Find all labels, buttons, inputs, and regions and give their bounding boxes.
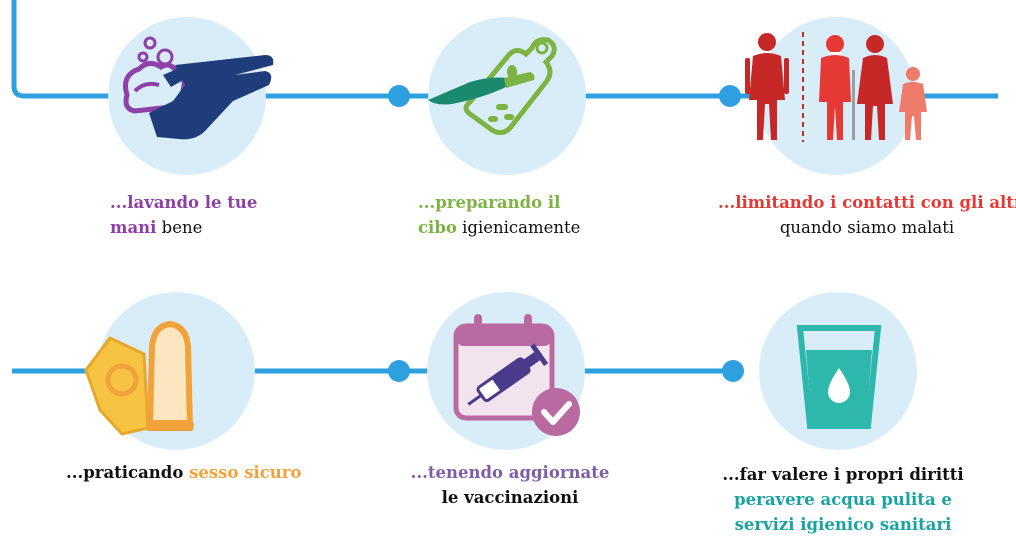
connector-dot (388, 85, 410, 107)
caption-contacts: ...limitando i contatti con gli altri qu… (718, 190, 1016, 240)
caption-vaccines-line1: ...tenendo aggiornate (410, 463, 610, 482)
caption-handwash-line2: bene (156, 218, 203, 237)
connector-dot (719, 85, 741, 107)
water-glass-icon (796, 325, 882, 429)
connector-dot (388, 360, 410, 382)
caption-water-line2: peravere acqua pulita e (734, 490, 952, 509)
hands-washing-icon (123, 36, 274, 140)
calendar-syringe-icon (453, 314, 580, 436)
connector-dot (722, 360, 744, 382)
caption-handwash-line2-highlight: mani (110, 218, 157, 237)
caption-handwash: ...lavando le tue mani bene (110, 190, 257, 240)
caption-contacts-line1: ...limitando i contatti con gli altri (718, 193, 1016, 212)
caption-safesex-highlight: sesso sicuro (189, 463, 302, 482)
caption-safesex: ...praticando sesso sicuro (66, 460, 302, 485)
top-connector-line (11, 0, 998, 99)
caption-vaccines-line2: le vaccinazioni (441, 488, 579, 507)
caption-handwash-line1: ...lavando le tue (110, 193, 258, 212)
caption-water: ...far valere i propri diritti peravere … (720, 462, 966, 537)
cutting-board-knife-icon (428, 37, 557, 136)
caption-food-line2-highlight: cibo (418, 218, 457, 237)
caption-food: ...preparando il cibo igienicamente (418, 190, 580, 240)
caption-safesex-lead: ...praticando (66, 463, 190, 482)
caption-water-line3: servizi igienico sanitari (734, 515, 952, 534)
people-separated-icon (745, 32, 927, 142)
caption-water-line1: ...far valere i propri diritti (722, 465, 964, 484)
caption-contacts-line2: quando siamo malati (779, 218, 955, 237)
condom-icon (84, 320, 194, 436)
caption-vaccines: ...tenendo aggiornate le vaccinazioni (410, 460, 610, 510)
caption-food-line1: ...preparando il (418, 193, 561, 212)
caption-food-line2: igienicamente (456, 218, 581, 237)
